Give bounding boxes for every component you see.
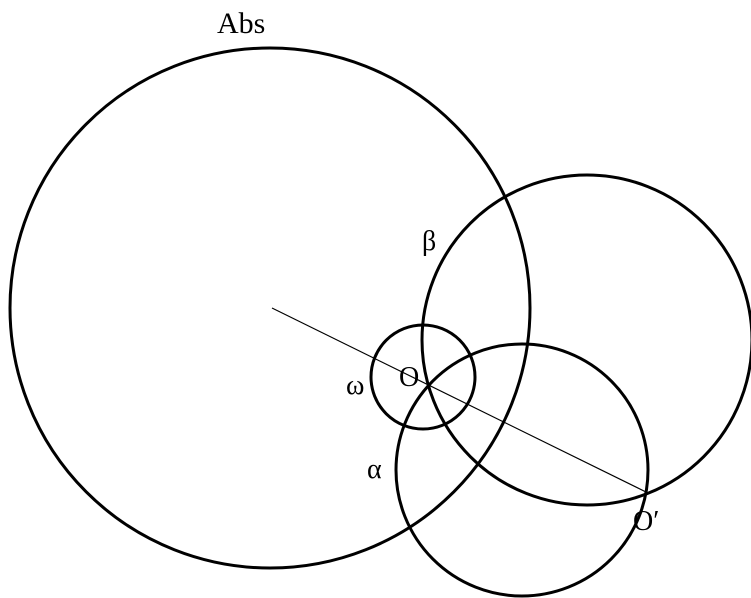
circle-omega — [369, 323, 477, 431]
label-beta: β — [422, 226, 436, 257]
label-alpha: α — [367, 454, 382, 485]
label-omega: ω — [346, 370, 364, 401]
circle-alpha — [394, 342, 650, 598]
label-o-prime: O′ — [633, 506, 659, 537]
label-abs: Abs — [217, 7, 265, 40]
circle-beta — [420, 173, 751, 507]
circle-abs — [8, 46, 532, 570]
label-o: O — [399, 362, 419, 393]
line-center-to-o-prime — [271, 307, 649, 494]
